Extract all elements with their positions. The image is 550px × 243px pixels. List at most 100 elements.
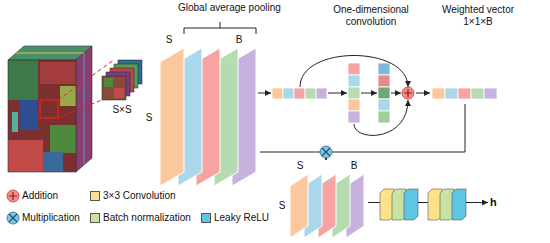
cell: [348, 75, 360, 87]
legend-text: 3×3 Convolution: [103, 190, 176, 202]
cell: [378, 75, 390, 87]
addition-circle: [7, 190, 19, 202]
block-title: Weighted vector 1×1×B: [436, 4, 520, 28]
multiplication-circle: [320, 146, 332, 158]
legend-swatch: [201, 213, 211, 223]
dimension-label: S: [276, 200, 288, 212]
cell: [348, 63, 360, 75]
cell: [348, 111, 360, 123]
reweighted-cube: S S B: [276, 160, 368, 242]
cube-outline: [8, 60, 76, 172]
multiplication-cross: [9, 214, 17, 222]
dashed-leader: [58, 100, 102, 118]
cube-region: [12, 112, 18, 132]
cell: [294, 88, 305, 99]
flow-arrow: [258, 93, 271, 94]
addition-circle: [402, 87, 414, 99]
cube-region: [43, 152, 63, 172]
patch-detail: [114, 88, 124, 98]
cell: [471, 88, 484, 99]
conv-vector: One-dimensional convolution: [326, 4, 416, 124]
cell: [305, 88, 316, 99]
flow-connector: [326, 104, 465, 160]
cell: [348, 87, 360, 99]
hyperspectral-cube: [8, 46, 114, 172]
feature-cube: S S B: [143, 34, 260, 190]
slice: [160, 48, 184, 186]
legend-text: Addition: [22, 190, 58, 202]
addition-cross: [9, 192, 17, 200]
legend-text: Multiplication: [22, 212, 80, 224]
patch: [102, 76, 126, 100]
cube-region: [8, 60, 38, 100]
cube-side: [76, 46, 92, 172]
cell: [378, 99, 390, 111]
weighted-vector-cells: [432, 88, 497, 99]
legend-addition-symbol: [7, 190, 19, 202]
flow-arrow: [391, 93, 401, 94]
dimension-label: S: [294, 160, 306, 172]
addition-cross: [404, 89, 412, 97]
legend-swatch: [90, 191, 100, 201]
cell: [283, 88, 294, 99]
relu-block: [404, 189, 418, 220]
multiplication-cross: [322, 148, 330, 156]
reweighted-slices: [290, 174, 364, 238]
cell: [378, 111, 390, 123]
legend-text: Leaky ReLU: [214, 212, 269, 224]
flow-arrow: [328, 93, 347, 94]
cell: [378, 63, 390, 75]
cnn-blocks: [380, 189, 466, 220]
cell: [316, 88, 327, 99]
cube-region: [50, 125, 76, 153]
cube-region: [40, 62, 76, 84]
flow-connector: [260, 152, 326, 160]
cube-region: [20, 100, 38, 130]
patch-box: [40, 100, 58, 118]
dimension-label: B: [348, 160, 360, 172]
skip-arrow: [300, 56, 408, 88]
cell: [432, 88, 445, 99]
cube-face: [8, 60, 76, 172]
cell: [458, 88, 471, 99]
cell: [272, 88, 283, 99]
dimension-label: S: [143, 112, 155, 124]
cell: [348, 99, 360, 111]
skip-arrow: [354, 100, 408, 135]
patch-stack: S×S: [98, 56, 146, 118]
cell: [445, 88, 458, 99]
legend-multiplication-symbol: [7, 212, 19, 224]
legend-swatch: [90, 213, 100, 223]
flow-connector: [416, 93, 430, 94]
cube-region: [8, 140, 43, 172]
cube-region: [60, 86, 76, 106]
relu-block: [452, 189, 466, 220]
dimension-label: S×S: [98, 104, 146, 116]
output-label: h: [488, 196, 499, 209]
addition-symbol: [402, 87, 414, 99]
operation-label: Global average pooling: [178, 2, 281, 14]
cube-band: [84, 53, 85, 165]
multiplication-circle: [7, 212, 19, 224]
flow-arrow: [361, 93, 377, 94]
patch-stack: [102, 60, 142, 100]
slice: [290, 174, 308, 238]
dimension-label: B: [233, 34, 245, 46]
multiplication-symbol: [320, 146, 332, 158]
cell: [378, 87, 390, 99]
feature-slices: [160, 48, 256, 186]
weighted-vector: Weighted vector 1×1×B: [430, 4, 526, 104]
patch-detail: [104, 78, 113, 87]
block-title: One-dimensional convolution: [327, 4, 415, 28]
output-symbol: h: [490, 196, 497, 209]
cube-band: [16, 53, 84, 54]
legend-text: Batch normalization: [103, 212, 191, 224]
pooling-bracket: [184, 22, 256, 34]
cell: [484, 88, 497, 99]
conv-column: [348, 63, 360, 123]
dimension-label: S: [163, 34, 175, 46]
conv-column: [378, 63, 390, 123]
pooled-vector: [272, 88, 327, 99]
